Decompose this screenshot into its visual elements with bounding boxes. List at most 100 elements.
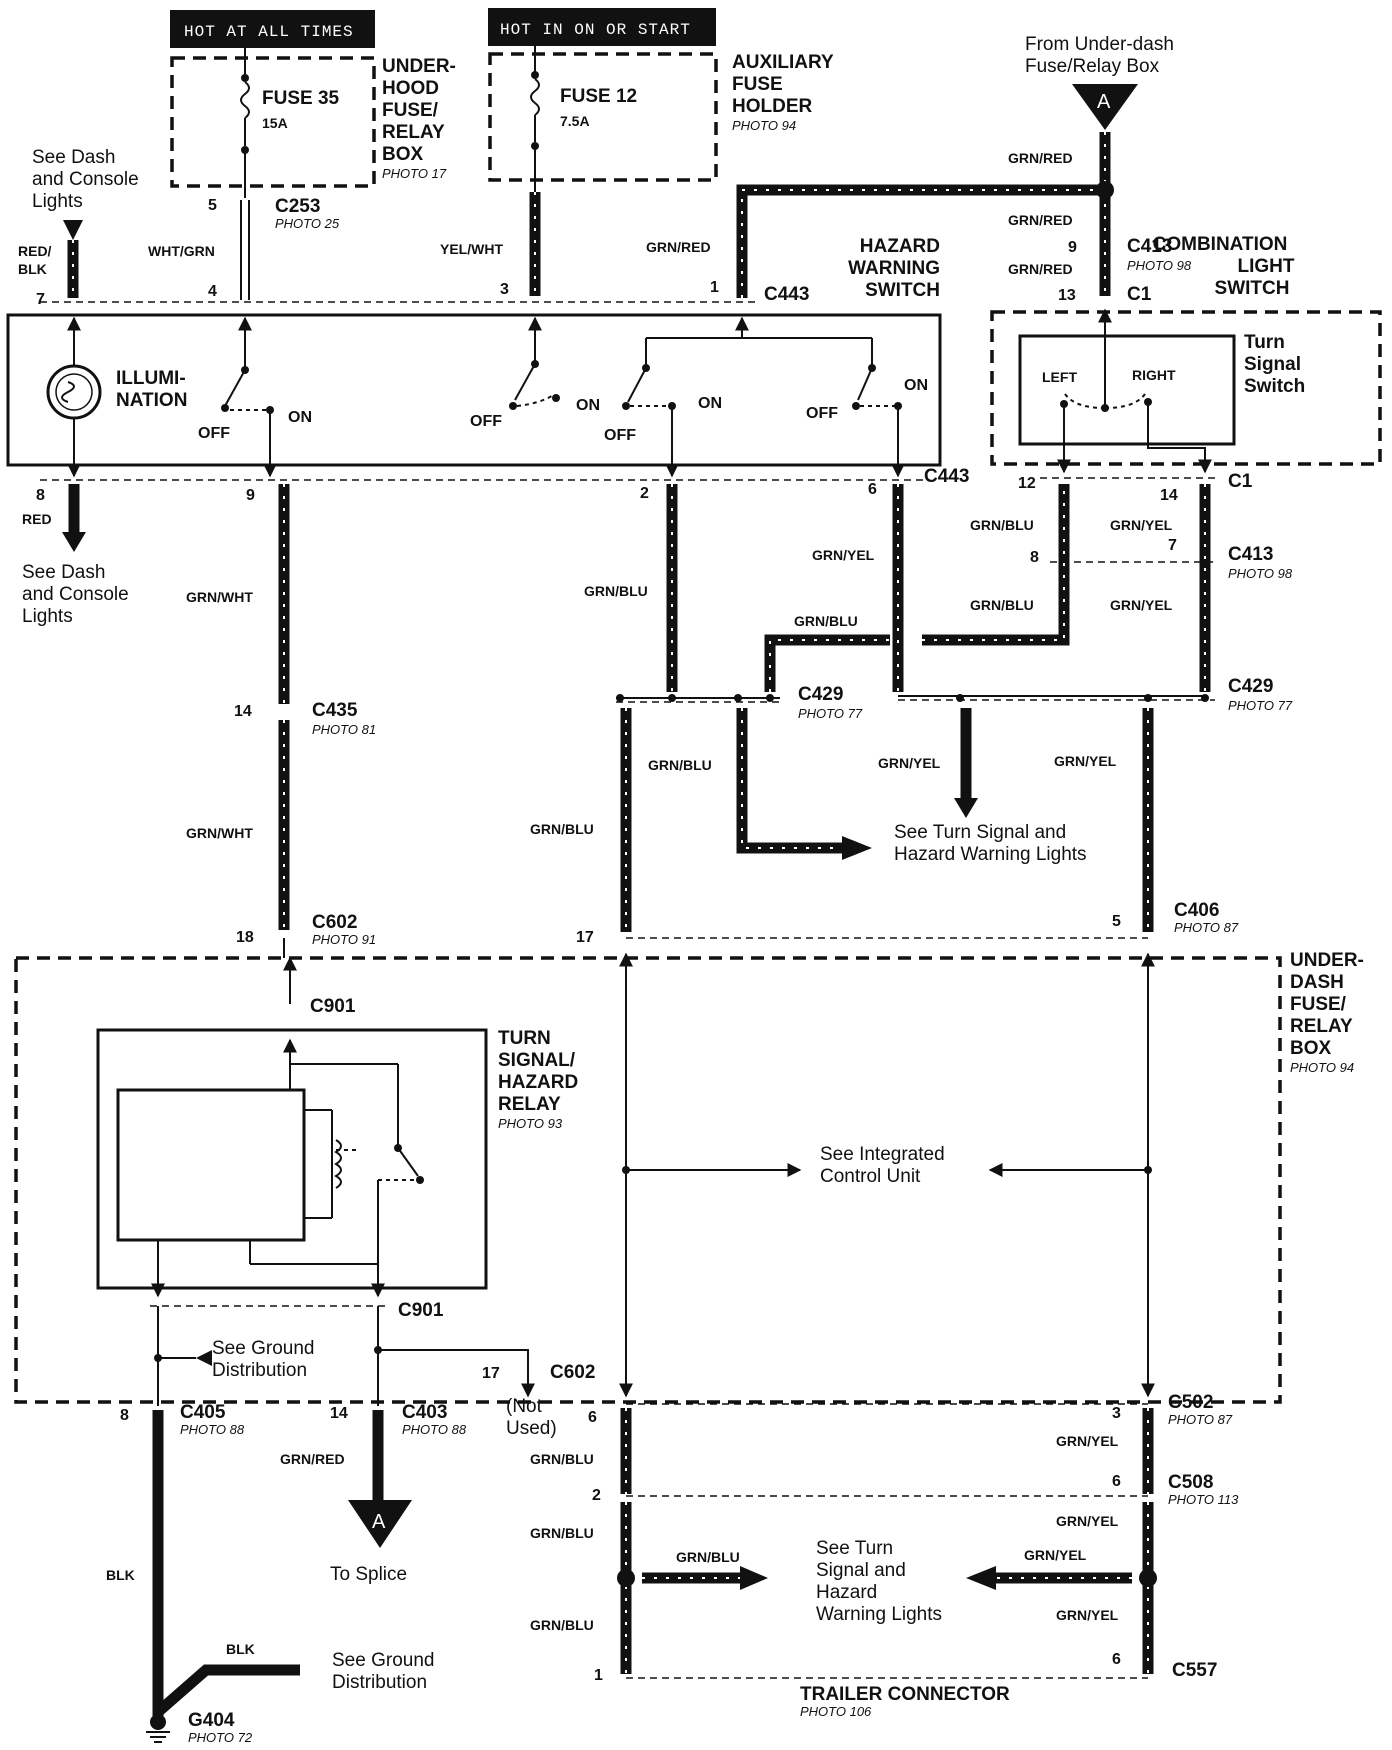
aux-fuse-holder-box xyxy=(488,52,718,182)
wire-wht-grn xyxy=(240,200,250,300)
grn-blu-label-7: GRN/BLU xyxy=(530,1451,594,1467)
c413-top-label: C413 xyxy=(1127,236,1172,257)
c901-top-label: C901 xyxy=(310,996,356,1017)
svg-text:and Console: and Console xyxy=(32,169,139,190)
svg-text:Hazard: Hazard xyxy=(816,1582,877,1603)
hot-at-all-times-header: HOT AT ALL TIMES xyxy=(170,10,375,48)
svg-text:See Ground: See Ground xyxy=(212,1338,314,1359)
hazard-switch-contacts xyxy=(221,316,905,478)
grn-red-label-5: GRN/RED xyxy=(280,1451,345,1467)
svg-text:A: A xyxy=(1097,91,1111,113)
svg-text:RELAY: RELAY xyxy=(498,1094,561,1115)
wire-grn-yel-trailer xyxy=(966,1408,1157,1674)
c901-bottom-label: C901 xyxy=(398,1300,444,1321)
turn-signal-switch-box xyxy=(1018,334,1236,446)
turn-signal-relay-box xyxy=(96,1028,488,1290)
underdash-fuse-box xyxy=(14,956,1282,1404)
svg-text:TURN: TURN xyxy=(498,1028,551,1049)
svg-text:Turn: Turn xyxy=(1244,332,1285,353)
svg-text:OFF: OFF xyxy=(806,405,838,422)
svg-text:UNDER-: UNDER- xyxy=(1290,950,1364,971)
red-blk-label-2: BLK xyxy=(18,261,47,277)
svg-text:HOT AT ALL TIMES: HOT AT ALL TIMES xyxy=(184,23,354,41)
svg-text:1: 1 xyxy=(710,279,719,296)
underdash-box-label: UNDER- DASH FUSE/ RELAY BOX PHOTO 94 xyxy=(1290,950,1364,1075)
grn-yel-label-2: GRN/YEL xyxy=(1110,517,1173,533)
svg-text:Lights: Lights xyxy=(22,606,73,627)
wire-grn-blu-trailer xyxy=(617,1408,768,1674)
pin-2-c443: 2 xyxy=(640,485,649,502)
grn-blu-label-9: GRN/BLU xyxy=(676,1549,740,1565)
c413-top-photo: PHOTO 98 xyxy=(1127,258,1192,273)
svg-text:RELAY: RELAY xyxy=(382,122,445,143)
grn-red-label-3: GRN/RED xyxy=(1008,212,1073,228)
svg-text:RELAY: RELAY xyxy=(1290,1016,1353,1037)
pin-7-c413: 7 xyxy=(1168,537,1177,554)
c403-label: C403 xyxy=(402,1402,447,1423)
svg-text:SWITCH: SWITCH xyxy=(865,280,940,301)
grn-red-label-4: GRN/RED xyxy=(1008,261,1073,277)
pin-17-c602: 17 xyxy=(576,929,594,946)
pin-6-c443: 6 xyxy=(868,481,877,498)
c435-label: C435 xyxy=(312,700,358,721)
svg-text:FUSE: FUSE xyxy=(732,74,783,95)
svg-text:See Dash: See Dash xyxy=(32,147,115,168)
svg-text:WARNING: WARNING xyxy=(848,258,940,279)
c602-bottom-label: C602 xyxy=(550,1362,595,1383)
c403-photo: PHOTO 88 xyxy=(402,1422,467,1437)
svg-text:SIGNAL/: SIGNAL/ xyxy=(498,1050,576,1071)
c405-photo: PHOTO 88 xyxy=(180,1422,245,1437)
pin-14-c1: 14 xyxy=(1160,487,1178,504)
svg-text:From Under-dash: From Under-dash xyxy=(1025,34,1174,55)
c406-photo: PHOTO 87 xyxy=(1174,920,1239,935)
wire-grn-blu-to-lights xyxy=(736,708,872,860)
svg-text:HAZARD: HAZARD xyxy=(498,1072,578,1093)
turn-signal-switch-contacts xyxy=(1057,308,1212,474)
fuse-35-amp: 15A xyxy=(262,115,288,131)
svg-text:OFF: OFF xyxy=(198,425,230,442)
g404-photo: PHOTO 72 xyxy=(188,1730,253,1745)
c429-right-photo: PHOTO 77 xyxy=(1228,698,1293,713)
svg-text:BOX: BOX xyxy=(382,144,424,165)
pin-6-c502: 6 xyxy=(588,1409,597,1426)
pin-8-c413: 8 xyxy=(1030,549,1039,566)
grn-wht-label-1: GRN/WHT xyxy=(186,589,253,605)
grn-yel-label-6: GRN/YEL xyxy=(1056,1433,1119,1449)
grn-blu-label-1: GRN/BLU xyxy=(584,583,648,599)
grn-blu-label-3: GRN/BLU xyxy=(970,517,1034,533)
relay-label: TURN SIGNAL/ HAZARD RELAY PHOTO 93 xyxy=(498,1028,578,1131)
blk-label-2: BLK xyxy=(226,1641,255,1657)
hazard-switch-title: HAZARD WARNING SWITCH xyxy=(848,236,940,301)
svg-text:A: A xyxy=(372,1511,386,1533)
svg-text:DASH: DASH xyxy=(1290,972,1344,993)
svg-text:Fuse/Relay Box: Fuse/Relay Box xyxy=(1025,56,1160,77)
c443-top-label: C443 xyxy=(764,284,809,305)
c502-photo: PHOTO 87 xyxy=(1168,1412,1233,1427)
hazard-switch-box xyxy=(6,313,942,467)
svg-text:See Turn Signal and: See Turn Signal and xyxy=(894,822,1066,843)
svg-text:PHOTO 94: PHOTO 94 xyxy=(732,118,796,133)
svg-text:HAZARD: HAZARD xyxy=(860,236,940,257)
svg-text:ON: ON xyxy=(288,409,312,426)
see-dash-bottom-branch: 8 RED See Dash and Console Lights xyxy=(22,484,129,627)
trailer-connector-photo: PHOTO 106 xyxy=(800,1704,872,1719)
c508-label: C508 xyxy=(1168,1472,1213,1493)
from-underdash-label: From Under-dash Fuse/Relay Box xyxy=(1025,34,1174,77)
fuse-35-icon xyxy=(240,48,250,154)
grn-blu-label-5: GRN/BLU xyxy=(648,757,712,773)
svg-text:Hazard Warning Lights: Hazard Warning Lights xyxy=(894,844,1087,865)
grn-blu-label-8: GRN/BLU xyxy=(530,1525,594,1541)
svg-text:PHOTO 94: PHOTO 94 xyxy=(1290,1060,1354,1075)
c602-top-label: C602 xyxy=(312,912,357,933)
svg-text:See Turn: See Turn xyxy=(816,1538,893,1559)
svg-text:See Dash: See Dash xyxy=(22,562,105,583)
relay-internal-wiring xyxy=(151,1038,424,1298)
svg-text:ON: ON xyxy=(576,397,600,414)
grn-blu-label-2: GRN/BLU xyxy=(794,613,858,629)
svg-text:Control Unit: Control Unit xyxy=(820,1166,921,1187)
left-label: LEFT xyxy=(1042,369,1077,385)
pin-8-c405: 8 xyxy=(120,1407,129,1424)
fuse-35-label: FUSE 35 xyxy=(262,88,340,109)
underhood-fuse-box xyxy=(170,56,376,188)
svg-text:HOOD: HOOD xyxy=(382,78,439,99)
